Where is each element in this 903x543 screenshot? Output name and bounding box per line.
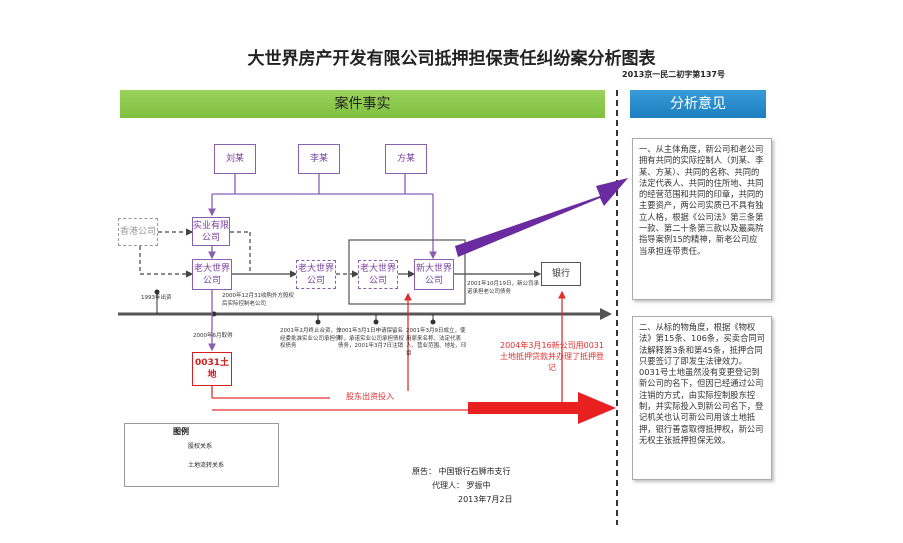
- node-shiye: 实业有限公司: [192, 217, 230, 246]
- node-fang: 方某: [385, 144, 427, 174]
- section-facts-header: 案件事实: [120, 90, 605, 118]
- legend: 图例 股权关系 土地流转关系: [124, 423, 279, 487]
- note-2001-mar9: 2001年3月9日成立，使用原来名称、法定代表人、营业范围、地址、印章: [406, 328, 467, 357]
- footer-plaintiff: 原告： 中国银行石狮市支行: [412, 467, 511, 476]
- node-old-company-b: 老大世界公司: [296, 260, 336, 289]
- page-title: 大世界房产开发有限公司抵押担保责任纠纷案分析图表: [247, 49, 656, 69]
- analysis-arrow-purple: [455, 178, 628, 257]
- legend-title: 图例: [173, 427, 189, 436]
- legend-equity-label: 股权关系: [188, 443, 213, 450]
- node-li: 李某: [298, 144, 340, 174]
- footer-agent: 代理人： 罗振中: [432, 481, 491, 490]
- node-liu: 刘某: [214, 144, 256, 174]
- note-2001-oct: 2001年10月19日，新公司承诺承担老公司债务: [467, 281, 539, 295]
- note-1993: 1993年出资: [141, 295, 172, 301]
- note-2000-jun: 2000年6月取得: [193, 333, 233, 339]
- note-mortgage: 2004年3月16新公司用0031土地抵押贷款并办理了抵押登记: [500, 341, 604, 372]
- case-number: 2013京一民二初字第137号: [622, 70, 725, 79]
- analysis-arrow-red: [468, 392, 616, 424]
- node-bank: 银行: [541, 262, 581, 286]
- note-2001-feb: 2001年2月终止合资，外经委批准实业公司承担债权债务: [280, 328, 342, 349]
- note-2001-mar1: 2001年3月1日申请保留名称，承诺实业公司承担债权债务，2001年3月7日注销: [338, 328, 405, 349]
- analysis-panel-subject: 一、从主体角度，新公司和老公司拥有共同的实际控制人（刘某、李某、方某）、共同的名…: [632, 138, 772, 300]
- node-hongkong: 香港公司: [118, 218, 158, 246]
- note-2000-dec: 2000年12月31收购外方股权后实际控制老公司: [222, 293, 294, 307]
- node-old-company-c: 老大世界公司: [358, 260, 398, 289]
- legend-land-label: 土地流转关系: [188, 462, 225, 469]
- section-analysis-header: 分析意见: [630, 90, 766, 118]
- note-shareholder-contribution: 股东出资投入: [330, 391, 410, 402]
- node-land-0031: 0031土地: [192, 352, 232, 386]
- footer-date: 2013年7月2日: [458, 495, 513, 504]
- node-old-company-a: 老大世界公司: [192, 259, 232, 290]
- analysis-panel-object: 二、从标的物角度，根据《物权法》第15条、106条，买卖合同司法解释第3条和第4…: [632, 316, 772, 480]
- node-new-company: 新大世界公司: [414, 259, 454, 290]
